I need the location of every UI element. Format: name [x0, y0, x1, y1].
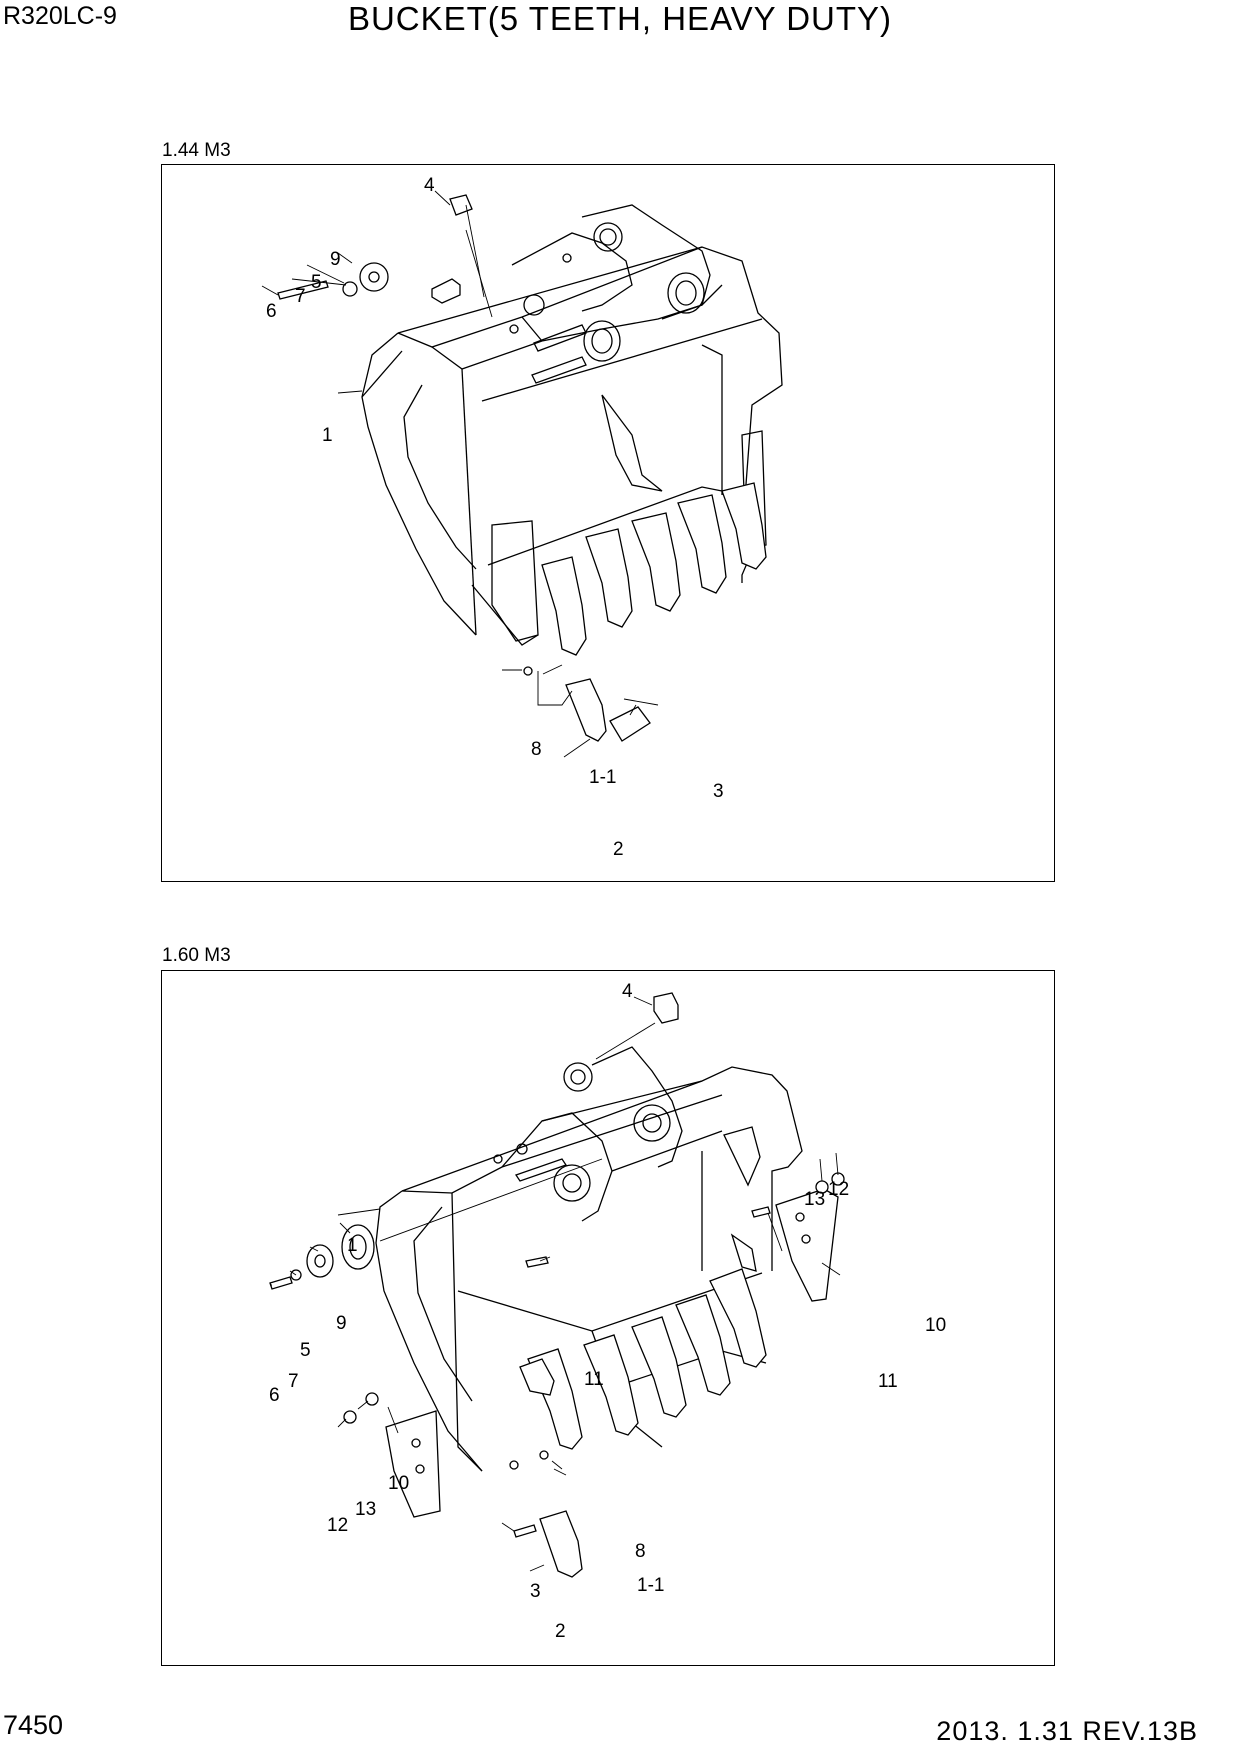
callout-label: 13 [804, 1189, 825, 1210]
callout-label: 5 [311, 272, 322, 293]
page-title: BUCKET(5 TEETH, HEAVY DUTY) [347, 0, 893, 37]
bucket-2-drawing: 4 13 12 1 10 9 5 11 11 7 6 10 13 12 8 3 … [269, 981, 946, 1642]
callout-label: 2 [555, 1621, 566, 1642]
callout-label: 13 [355, 1499, 376, 1520]
diagram-1-frame: 4 9 5 7 6 1 8 1-1 3 2 [161, 164, 1055, 882]
bucket-2-lugs [493, 1046, 761, 1272]
callout-label: 1 [347, 1235, 358, 1256]
callout-label: 9 [330, 249, 341, 270]
callout-label: 1-1 [589, 767, 616, 788]
callout-label: 11 [584, 1369, 604, 1390]
bucket-2-teeth [527, 1268, 767, 1450]
bucket-1-leaders [261, 190, 637, 758]
bucket-1-exploded-parts [277, 194, 659, 742]
callout-label: 5 [300, 1340, 311, 1361]
bucket-2-side-cutters [385, 1188, 839, 1518]
bucket-1-lugs [509, 204, 711, 492]
model-label: R320LC-9 [3, 2, 117, 30]
callout-label: 6 [269, 1385, 280, 1406]
callout-label: 12 [828, 1179, 849, 1200]
callout-label: 6 [266, 301, 277, 322]
callout-label: 8 [531, 739, 542, 760]
callout-label: 3 [713, 781, 724, 802]
callout-label: 4 [622, 981, 633, 1002]
callout-label: 1-1 [637, 1575, 664, 1596]
callout-label: 8 [635, 1541, 646, 1562]
diagram-2-size-label: 1.60 M3 [162, 945, 231, 966]
callout-label: 10 [925, 1315, 946, 1336]
diagram-2-frame: 4 13 12 1 10 9 5 11 11 7 6 10 13 12 8 3 … [161, 970, 1055, 1666]
callout-label: 10 [388, 1473, 409, 1494]
diagram-1-size-label: 1.44 M3 [162, 140, 231, 161]
revision-label: 2013. 1.31 REV.13B [936, 1716, 1198, 1746]
bucket-2-leaders [270, 996, 841, 1572]
callout-label: 2 [613, 839, 624, 860]
callout-label: 4 [424, 175, 435, 196]
page-number: 7450 [3, 1710, 64, 1740]
bucket-2-shell [375, 1066, 803, 1472]
bucket-2-exploded-parts [269, 992, 845, 1578]
bucket-1-drawing: 4 9 5 7 6 1 8 1-1 3 2 [261, 175, 783, 860]
callout-label: 1 [322, 425, 333, 446]
callout-label: 9 [336, 1313, 347, 1334]
callout-label: 11 [878, 1371, 898, 1392]
callout-label: 7 [295, 286, 306, 307]
callout-label: 3 [530, 1581, 541, 1602]
callout-label: 12 [327, 1515, 348, 1536]
callout-label: 7 [288, 1371, 299, 1392]
bucket-1-teeth [541, 482, 767, 656]
